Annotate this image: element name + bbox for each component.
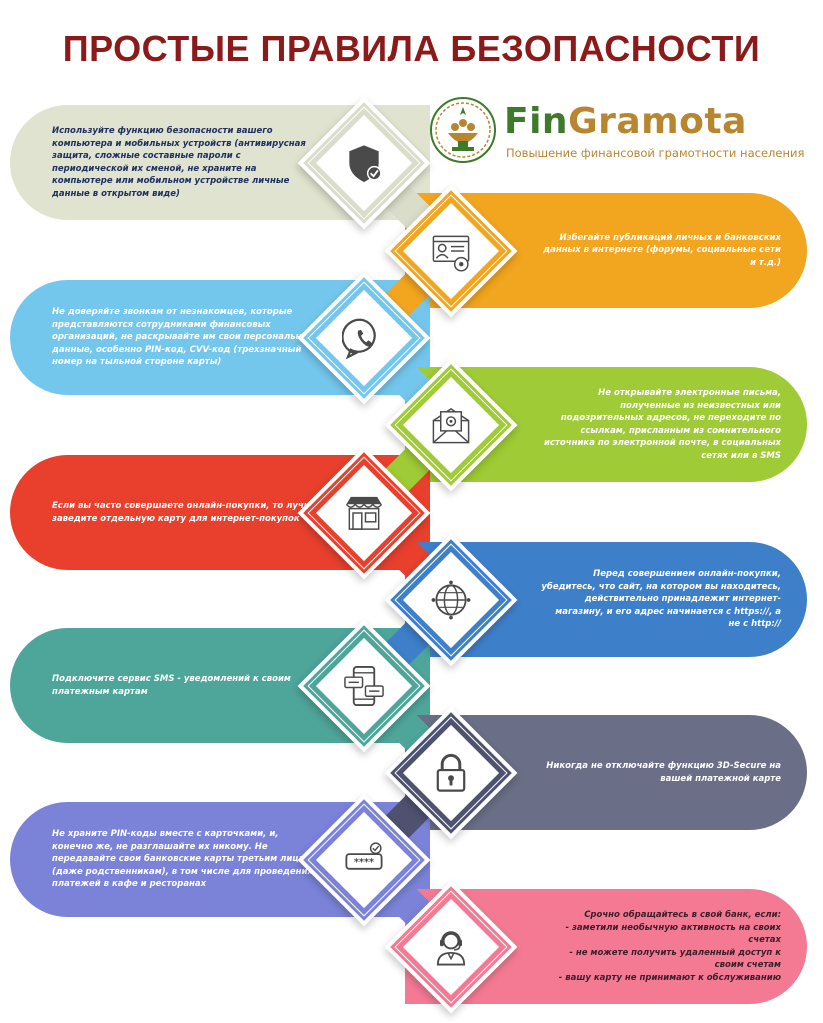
rule-text-box: Если вы часто совершаете онлайн-покупки,… <box>52 455 320 570</box>
logo-name: FinGramota <box>504 101 747 142</box>
rule-text: Перед совершением онлайн-покупки, убедит… <box>541 569 781 630</box>
logo-name-part1: Fin <box>504 101 569 142</box>
rule-text: Никогда не отключайте функцию 3D-Secure … <box>546 761 781 784</box>
shop-icon <box>345 496 383 530</box>
emblem-icon <box>430 97 496 163</box>
logo-name-part2: Gramota <box>568 101 747 142</box>
id-card-icon <box>432 235 470 272</box>
rule-text: Не доверяйте звонкам от незнакомцев, кот… <box>52 307 315 368</box>
rule-text: Подключите сервис SMS - уведомлений к св… <box>52 674 291 697</box>
rule-text: Не храните PIN-коды вместе с карточками,… <box>52 829 313 890</box>
rule-text: Срочно обращайтесь в свой банк, если: - … <box>558 910 781 983</box>
rule-text: Избегайте публикаций личных и банковских… <box>543 232 781 268</box>
rule-text: Если вы часто совершаете онлайн-покупки,… <box>52 501 319 524</box>
shield-check-icon <box>349 144 382 182</box>
pin-code-icon: **** <box>345 841 383 870</box>
rule-text-box: Используйте функцию безопасности вашего … <box>52 105 320 220</box>
fingramota-logo: FinGramota Повышение финансовой грамотно… <box>428 95 804 170</box>
rule-text-box: Не храните PIN-коды вместе с карточками,… <box>52 802 320 917</box>
page-title: ПРОСТЫЕ ПРАВИЛА БЕЗОПАСНОСТИ <box>62 28 761 69</box>
rule-text: Используйте функцию безопасности вашего … <box>52 126 306 199</box>
logo-tagline: Повышение финансовой грамотности населен… <box>506 146 805 160</box>
rule-text-box: Подключите сервис SMS - уведомлений к св… <box>52 628 320 743</box>
phone-chat-icon <box>342 318 376 359</box>
rule-text-box: Перед совершением онлайн-покупки, убедит… <box>541 542 781 657</box>
rule-text-box: Избегайте публикаций личных и банковских… <box>541 193 781 308</box>
mail-icon <box>432 407 470 443</box>
svg-text:****: **** <box>354 857 374 868</box>
rule-text-box: Никогда не отключайте функцию 3D-Secure … <box>541 715 781 830</box>
globe-icon <box>431 580 471 619</box>
support-agent-icon <box>436 930 466 966</box>
rule-text: Не открывайте электронные письма, получе… <box>544 388 781 461</box>
rule-text-box: Срочно обращайтесь в свой банк, если: - … <box>541 889 781 1004</box>
rule-text-box: Не доверяйте звонкам от незнакомцев, кот… <box>52 280 320 395</box>
rule-text-box: Не открывайте электронные письма, получе… <box>541 367 781 482</box>
padlock-icon <box>436 753 466 792</box>
mobile-sms-icon <box>344 665 384 706</box>
